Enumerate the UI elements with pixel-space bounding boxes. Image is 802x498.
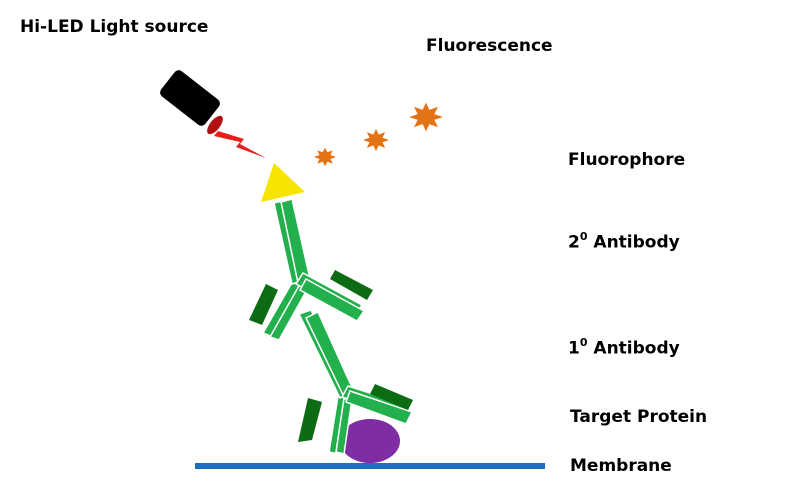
fluorescence-label: Fluorescence: [426, 36, 553, 56]
led-light-source-icon: [160, 70, 223, 135]
light-source-label: Hi-LED Light source: [20, 17, 209, 37]
primary-antibody-text: Antibody: [587, 338, 680, 359]
fluorescence-star-icon: [363, 128, 389, 152]
secondary-antibody-sup: 0: [579, 230, 588, 243]
fluorescence-stars: [314, 102, 443, 167]
secondary-antibody-label: 20 Antibody: [568, 228, 680, 253]
target-protein-label: Target Protein: [570, 407, 708, 427]
fluorophore-label: Fluorophore: [568, 150, 686, 170]
primary-antibody-label: 10 Antibody: [568, 334, 680, 359]
secondary-antibody-text: Antibody: [587, 232, 680, 253]
primary-antibody-sup: 0: [579, 336, 588, 349]
primary-antibody: [297, 309, 414, 455]
light-beam: [214, 131, 266, 158]
fluorescence-star-icon: [409, 102, 443, 132]
target-protein-shape: [340, 419, 400, 463]
membrane-label: Membrane: [570, 456, 672, 476]
primary-antibody-prefix: 1: [568, 338, 580, 359]
fluorophore-triangle: [261, 163, 305, 202]
fluorescence-star-icon: [314, 147, 336, 167]
secondary-antibody: [249, 198, 373, 341]
secondary-antibody-prefix: 2: [568, 232, 580, 253]
